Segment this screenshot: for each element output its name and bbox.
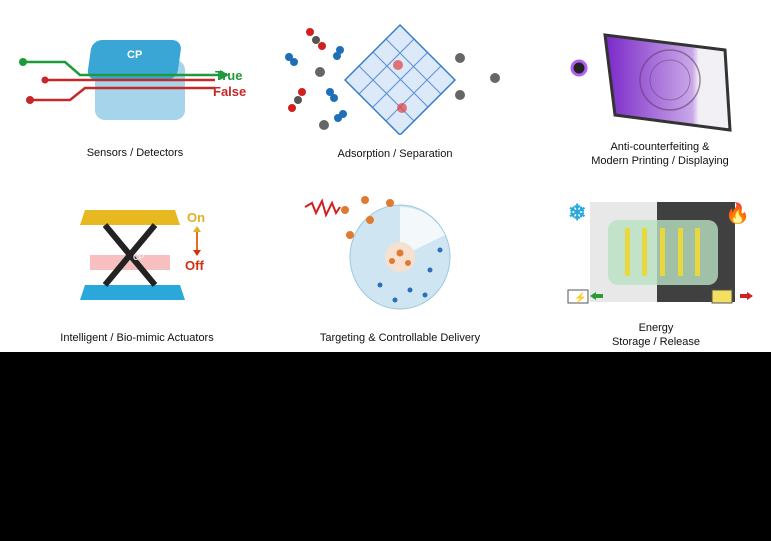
caption-line: Storage / Release bbox=[611, 336, 701, 348]
energy-illustration: ❄ 🔥 ⚡ bbox=[567, 200, 753, 304]
true-label: True bbox=[215, 68, 242, 83]
sensor-illustration: CP True False bbox=[19, 40, 246, 120]
uv-lamp bbox=[570, 59, 588, 77]
caption-line: Modern Printing / Displaying bbox=[591, 155, 729, 167]
on-label: On bbox=[187, 210, 205, 225]
flame-icon: 🔥 bbox=[725, 201, 750, 225]
caption-anti-counterfeiting: Anti-counterfeiting & Modern Printing / … bbox=[591, 140, 729, 168]
off-label: Off bbox=[185, 258, 204, 273]
anti-counterfeiting-illustration bbox=[570, 33, 732, 132]
co2-molecules bbox=[288, 28, 326, 112]
actuator-illustration: CP On Off bbox=[80, 210, 205, 300]
snowflake-icon: ❄ bbox=[568, 200, 586, 225]
chip-label: CP bbox=[127, 49, 142, 61]
delivery-illustration bbox=[304, 196, 451, 310]
scissor-label: CP bbox=[133, 253, 145, 262]
battery-charging-icon: ⚡ bbox=[567, 289, 603, 304]
adsorption-illustration bbox=[285, 23, 500, 135]
caption-delivery: Targeting & Controllable Delivery bbox=[319, 332, 481, 344]
caption-actuators: Intelligent / Bio-mimic Actuators bbox=[60, 332, 214, 344]
applications-figure: CP True False Sensors / Detectors Adsorp… bbox=[0, 0, 771, 352]
caption-line: Energy bbox=[638, 322, 674, 334]
caption-energy: Energy Storage / Release bbox=[612, 321, 700, 349]
caption-sensors: Sensors / Detectors bbox=[86, 147, 184, 159]
battery-discharging-icon bbox=[711, 289, 753, 304]
caption-line: Anti-counterfeiting & bbox=[610, 141, 710, 153]
svg-text:⚡: ⚡ bbox=[574, 291, 586, 304]
false-label: False bbox=[213, 84, 246, 99]
university-seal bbox=[639, 49, 701, 111]
caption-adsorption: Adsorption / Separation bbox=[337, 148, 453, 160]
